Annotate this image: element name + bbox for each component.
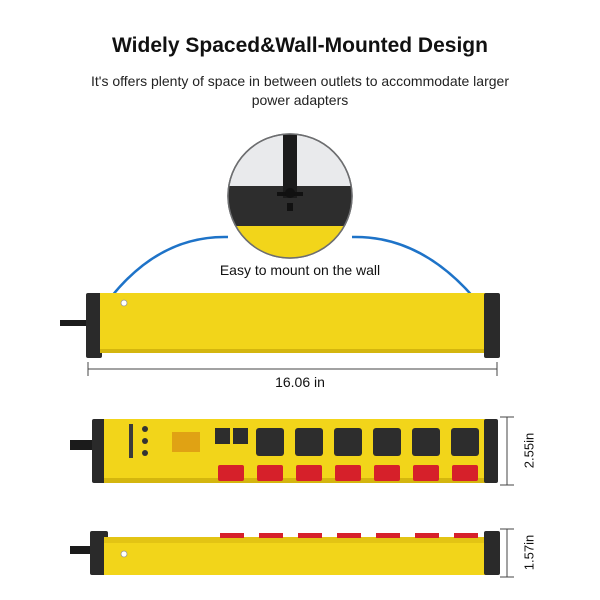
mount-detail-circle (227, 133, 353, 259)
length-label: 16.06 in (275, 374, 325, 390)
side-switch (220, 533, 244, 538)
outlet (256, 428, 284, 456)
side-switch (415, 533, 439, 538)
side-height-dimension-line (500, 528, 514, 578)
indicator-led (142, 426, 148, 432)
usb-port (233, 428, 248, 444)
mount-label: Easy to mount on the wall (219, 262, 381, 278)
power-switch (374, 465, 400, 481)
outlet (412, 428, 440, 456)
front-height-label: 2.55in (521, 432, 537, 469)
front-view-strip (70, 419, 498, 483)
side-switch (298, 533, 322, 538)
back-view-strip (60, 293, 500, 358)
side-view-strip (70, 531, 500, 575)
power-switch (413, 465, 439, 481)
usb-port (215, 428, 230, 444)
side-height-label: 1.57in (521, 534, 537, 571)
power-switch (335, 465, 361, 481)
power-switch (257, 465, 283, 481)
indicator-led (142, 438, 148, 444)
power-switch (218, 465, 244, 481)
power-switch (452, 465, 478, 481)
side-switch (454, 533, 478, 538)
side-switch (376, 533, 400, 538)
outlet (451, 428, 479, 456)
page-subtitle: It's offers plenty of space in between o… (91, 73, 509, 108)
outlet (334, 428, 362, 456)
length-dimension-line (87, 362, 498, 376)
power-switch (296, 465, 322, 481)
indicator-led (142, 450, 148, 456)
side-switch (337, 533, 361, 538)
outlet (295, 428, 323, 456)
outlet (373, 428, 401, 456)
side-switch (259, 533, 283, 538)
front-height-dimension-line (500, 416, 514, 486)
page-title: Widely Spaced&Wall-Mounted Design (112, 34, 488, 57)
